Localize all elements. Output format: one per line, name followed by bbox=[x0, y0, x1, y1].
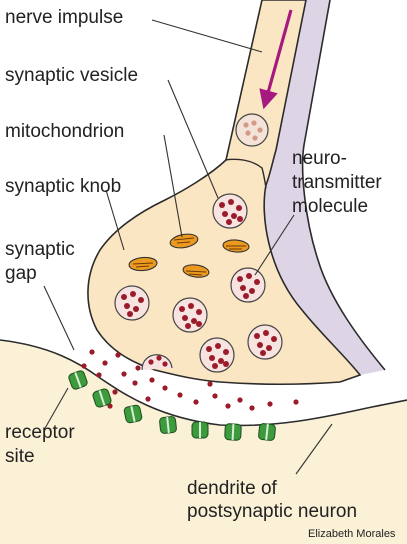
receptor-4 bbox=[159, 416, 177, 434]
label-mitochondrion: mitochondrion bbox=[5, 121, 125, 142]
fusing-vesicle bbox=[141, 354, 173, 371]
label-synaptic-knob: synaptic knob bbox=[5, 176, 122, 197]
vesicle-4 bbox=[172, 297, 208, 333]
mitochondria bbox=[128, 233, 250, 278]
label-neurotransmitter-line3: molecule bbox=[292, 196, 369, 217]
vesicle-1 bbox=[212, 193, 248, 229]
receptor-1 bbox=[68, 370, 88, 390]
label-receptor-site-line1: receptor bbox=[5, 422, 75, 443]
dendrite-membrane bbox=[0, 339, 407, 427]
receptors bbox=[68, 370, 276, 441]
nerve-impulse-arrow bbox=[259, 9, 293, 110]
receptor-2 bbox=[92, 388, 112, 408]
leader-lines bbox=[43, 19, 333, 475]
vesicle-6 bbox=[199, 337, 235, 373]
label-receptor-site-line2: site bbox=[5, 446, 35, 467]
leader-synaptic-knob bbox=[105, 189, 125, 251]
receptor-6 bbox=[224, 423, 242, 441]
axon-outer-edge bbox=[301, 0, 386, 371]
label-neurotransmitter-line1: neuro- bbox=[292, 148, 347, 169]
axon-inner-shading bbox=[264, 0, 385, 375]
leader-dendrite bbox=[295, 423, 333, 475]
mitochondrion-1 bbox=[169, 233, 199, 249]
vesicle-3 bbox=[114, 285, 150, 321]
author-credit: Elizabeth Morales bbox=[308, 528, 396, 540]
synaptic-knob bbox=[87, 0, 362, 386]
label-synaptic-gap-line2: gap bbox=[5, 263, 37, 284]
axon-neck-line bbox=[224, 158, 267, 189]
vesicle-5 bbox=[247, 324, 283, 360]
vesicle-2 bbox=[230, 267, 266, 303]
label-dendrite-line1: dendrite of bbox=[187, 478, 277, 499]
leader-synaptic-vesicle bbox=[167, 79, 219, 199]
receptor-5 bbox=[191, 421, 209, 439]
axon-vesicle bbox=[235, 113, 269, 147]
label-dendrite-line2: postsynaptic neuron bbox=[187, 501, 358, 522]
label-synaptic-vesicle: synaptic vesicle bbox=[5, 65, 139, 86]
receptor-7 bbox=[258, 423, 276, 441]
leader-nerve-impulse bbox=[151, 19, 263, 53]
label-synaptic-gap-line1: synaptic bbox=[5, 239, 75, 260]
receptor-3 bbox=[123, 404, 143, 424]
leader-receptor-site bbox=[43, 387, 69, 431]
leader-mitochondrion bbox=[163, 134, 183, 238]
label-neurotransmitter-line2: transmitter bbox=[292, 172, 382, 193]
mitochondrion-2 bbox=[222, 239, 250, 253]
released-neurotransmitters bbox=[81, 349, 299, 411]
label-nerve-impulse: nerve impulse bbox=[5, 7, 124, 28]
leader-synaptic-gap bbox=[43, 285, 75, 351]
mitochondrion-3 bbox=[128, 256, 158, 272]
synaptic-vesicles bbox=[114, 193, 283, 373]
leader-neurotransmitter bbox=[254, 214, 295, 276]
mitochondrion-4 bbox=[182, 264, 210, 278]
